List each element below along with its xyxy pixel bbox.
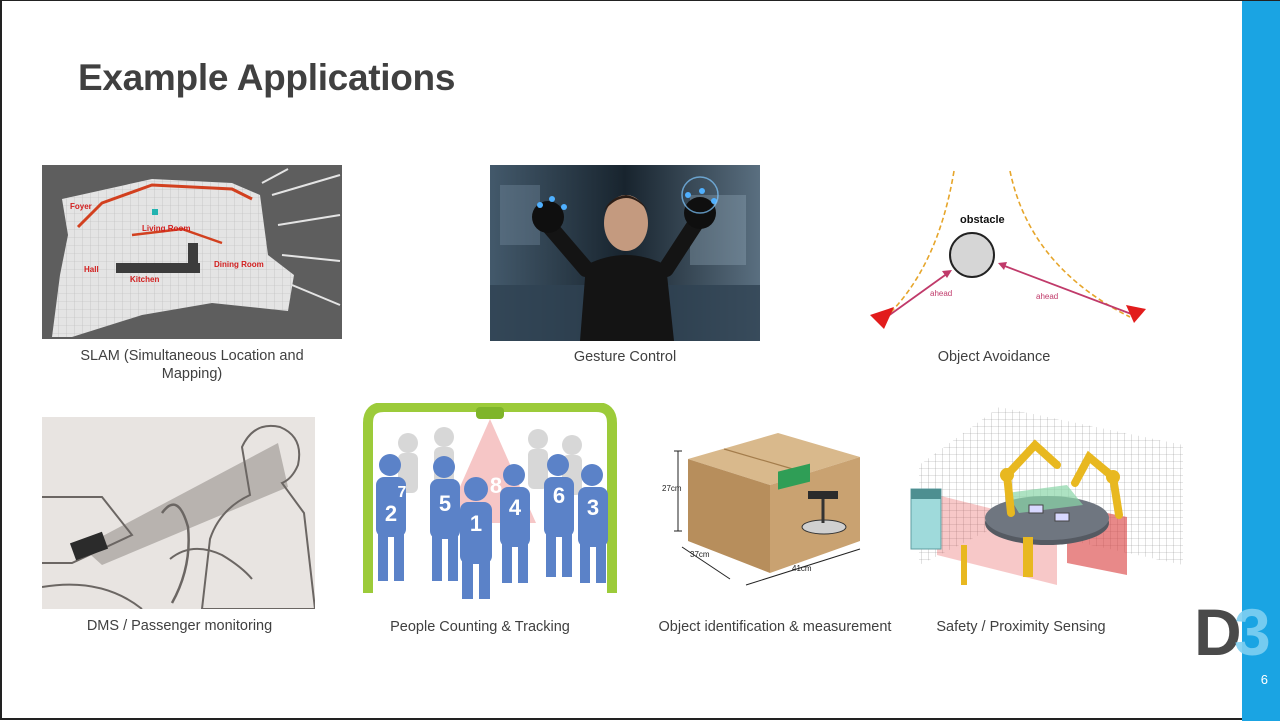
slam-caption: SLAM (Simultaneous Location and Mapping): [80, 348, 304, 382]
safety-proximity-image: [907, 405, 1187, 591]
person-number-6: 6: [553, 483, 565, 508]
d3-logo: D 3: [1194, 595, 1278, 669]
svg-text:3: 3: [1234, 597, 1271, 661]
person-number-1: 1: [470, 511, 482, 536]
safety-caption: Safety / Proximity Sensing: [936, 619, 1106, 635]
dimension-depth: 37cm: [690, 550, 710, 559]
ahead-label-right: ahead: [1036, 292, 1058, 301]
brand-side-bar: [1242, 1, 1280, 721]
obstacle-label: obstacle: [960, 214, 1005, 226]
page-number: 6: [1260, 672, 1268, 687]
object-id-caption: Object identification & measurement: [658, 619, 892, 635]
dms-driver-monitoring-image: [42, 417, 315, 609]
slam-label-kitchen: Kitchen: [130, 275, 159, 284]
object-avoidance-diagram: obstacle ahead ahead: [868, 167, 1150, 337]
person-number-4: 4: [509, 495, 522, 520]
person-number-7: 7: [398, 484, 407, 501]
page-title: Example Applications: [78, 57, 456, 98]
gesture-caption: Gesture Control: [573, 349, 677, 365]
slam-label-dining-room: Dining Room: [214, 260, 264, 269]
dimension-width: 41cm: [792, 564, 812, 573]
dimension-height: 27cm: [662, 484, 682, 493]
gesture-control-image: [490, 165, 760, 341]
slam-map-image: Foyer Living Room Hall Kitchen Dining Ro…: [42, 165, 342, 339]
object-identification-image: 27cm 37cm 41cm: [660, 429, 870, 591]
person-number-5: 5: [439, 491, 451, 516]
avoidance-caption: Object Avoidance: [937, 349, 1051, 365]
svg-text:D: D: [1194, 597, 1239, 661]
person-number-8: 8: [490, 473, 502, 498]
people-counting-image: 2 5 1 8 4 6 3 7: [360, 403, 620, 603]
person-number-2: 2: [385, 501, 397, 526]
dms-caption: DMS / Passenger monitoring: [86, 618, 273, 634]
slam-label-living-room: Living Room: [142, 224, 190, 233]
slam-label-foyer: Foyer: [70, 202, 92, 211]
person-number-3: 3: [587, 495, 599, 520]
people-caption: People Counting & Tracking: [390, 619, 570, 635]
ahead-label-left: ahead: [930, 289, 952, 298]
slam-label-hall: Hall: [84, 265, 99, 274]
